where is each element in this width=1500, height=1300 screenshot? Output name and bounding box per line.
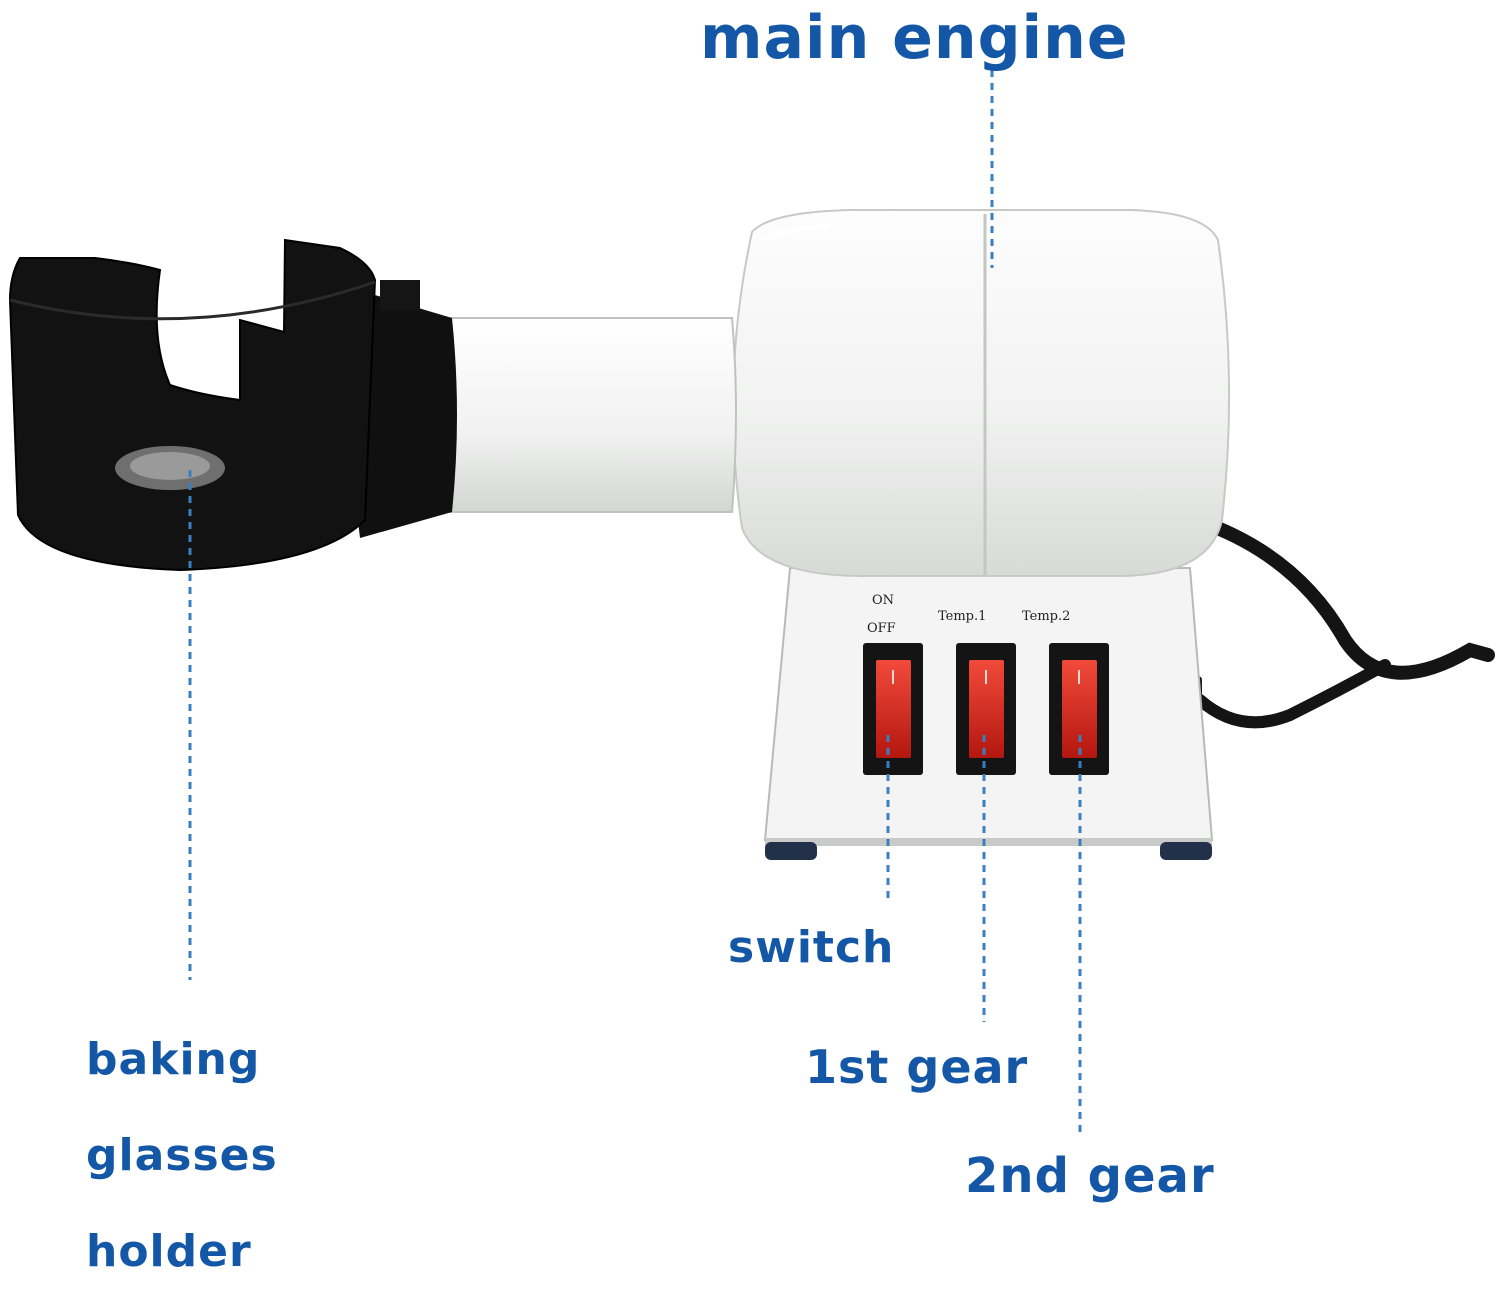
heat-gun-illustration: ON OFF Temp.1 Temp.2 [8,70,1495,1132]
callout-holder-line-3: holder [86,1226,252,1277]
panel-label-off: OFF [867,621,896,636]
panel-label-temp1: Temp.1 [938,609,986,624]
rubber-foot [765,842,817,860]
air-tube [439,317,737,513]
panel-label-temp2: Temp.2 [1022,609,1070,624]
callout-main-engine: main engine [700,3,1129,73]
glasses-holder-cup [8,238,377,572]
main-engine-housing [732,209,1231,577]
product-diagram: ON OFF Temp.1 Temp.2 main engine switch … [8,3,1495,1277]
callout-1st-gear: 1st gear [805,1040,1029,1094]
power-switch[interactable] [863,643,923,775]
callout-switch: switch [728,922,895,973]
callout-holder-line-2: glasses [86,1130,278,1181]
power-cord-strain-relief [1194,659,1391,729]
temp-2-switch[interactable] [1049,643,1109,775]
nozzle-coupling [351,280,457,538]
callout-baking-glasses-holder: baking glasses holder [86,1012,386,1300]
rubber-foot [1160,842,1212,860]
callout-holder-line-1: baking [86,1034,261,1085]
temp-1-switch[interactable] [956,643,1016,775]
power-cord [1203,518,1495,680]
callout-2nd-gear: 2nd gear [965,1148,1215,1204]
panel-label-on: ON [872,593,894,608]
